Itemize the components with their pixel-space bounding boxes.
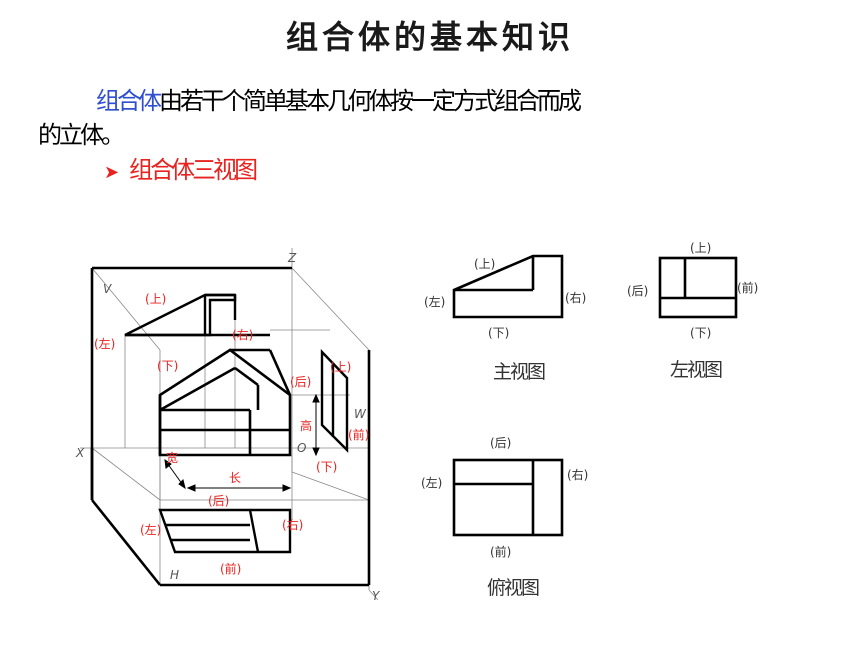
axis-x-label: X [75, 446, 85, 460]
front-view-caption: 主视图 [493, 361, 545, 383]
iso-label-front-w: (前) [348, 427, 369, 442]
top-view-bottom-label: (前) [490, 544, 511, 559]
top-view-caption: 俯视图 [487, 577, 539, 599]
axis-v-label: V [103, 282, 112, 296]
front-view-left-label: (左) [424, 294, 445, 309]
page-title: 组合体的基本知识 [285, 18, 574, 56]
left-view-caption: 左视图 [670, 359, 722, 381]
iso-label-right: (右) [232, 327, 253, 342]
iso-label-front-h: (前) [220, 561, 241, 576]
top-view [452, 458, 564, 537]
left-view-top-label: (上) [690, 241, 711, 255]
iso-label-back-h: (后) [208, 494, 229, 508]
front-view-right-label: (右) [565, 290, 586, 305]
top-view-top-label: (后) [490, 436, 511, 450]
axis-y-label: Y [372, 589, 381, 603]
axis-w-label: W [354, 407, 367, 421]
iso-label-bottom: (下) [157, 359, 178, 373]
dim-width-label: 宽 [166, 450, 178, 465]
top-view-left-label: (左) [421, 475, 442, 490]
left-view [658, 256, 738, 319]
iso-label-bottom-w: (下) [316, 460, 337, 474]
left-view-right-label: (前) [737, 280, 758, 295]
iso-label-right-h: (右) [282, 517, 303, 532]
front-view-top-label: (上) [474, 257, 495, 271]
front-view [452, 254, 564, 319]
dim-length-label: 长 [229, 471, 241, 485]
left-view-left-label: (后) [627, 284, 648, 298]
dim-height-label: 高 [300, 418, 312, 433]
origin-o-label: O [297, 441, 306, 455]
arrow-bullet-icon: ➤ [104, 162, 120, 183]
left-view-bottom-label: (下) [690, 326, 711, 340]
bullet-item: ➤ 组合体三视图 [104, 150, 258, 185]
front-view-bottom-label: (下) [488, 326, 509, 340]
bullet-text: 组合体三视图 [129, 156, 258, 184]
iso-label-back-w: (后) [290, 375, 311, 389]
definition-term: 组合体 [96, 87, 162, 115]
axis-h-label: H [170, 568, 179, 582]
projection-box [80, 248, 379, 601]
iso-label-left: (左) [94, 336, 115, 351]
iso-label-left-h: (左) [140, 522, 161, 537]
definition-text: 由若干个简单基本几何体按一定方式组合而成的立体。 [38, 87, 582, 149]
iso-label-top: (上) [145, 292, 166, 306]
axis-z-label: Z [287, 251, 297, 265]
iso-label-top-w: (上) [330, 360, 351, 374]
top-view-right-label: (右) [567, 467, 588, 482]
definition-paragraph: 组合体由若干个简单基本几何体按一定方式组合而成的立体。 [38, 84, 598, 152]
